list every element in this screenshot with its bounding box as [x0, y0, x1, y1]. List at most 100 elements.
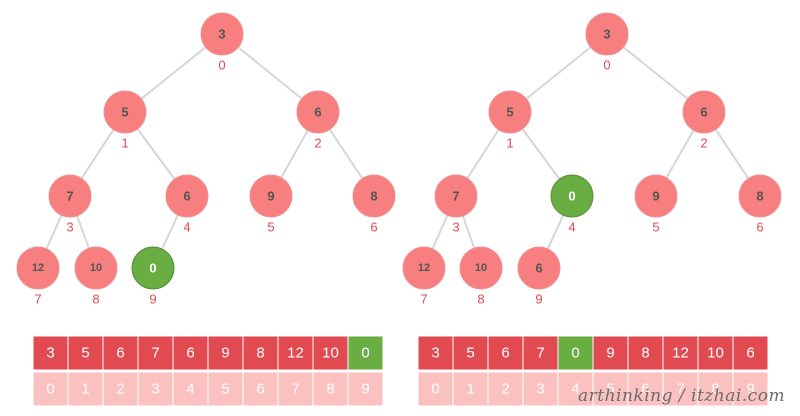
tree-node: 108 — [74, 246, 118, 307]
node-index: 5 — [652, 220, 659, 235]
array-cell — [67, 335, 104, 371]
tree-node: 62 — [682, 90, 726, 151]
array-cell-value: 3 — [431, 345, 439, 362]
index-cell — [277, 371, 314, 407]
tree-node: 95 — [634, 174, 678, 235]
node-index: 7 — [420, 292, 427, 307]
node-circle — [738, 174, 782, 218]
node-index: 7 — [34, 292, 41, 307]
node-value: 9 — [267, 189, 274, 204]
node-index: 4 — [568, 220, 575, 235]
index-cell-value: 4 — [571, 381, 579, 398]
node-index: 1 — [121, 136, 128, 151]
node-value: 7 — [452, 189, 459, 204]
index-cell-value: 0 — [46, 381, 54, 398]
array-cell-value: 5 — [466, 345, 474, 362]
array-cell-value: 8 — [641, 345, 649, 362]
tree-node: 51 — [488, 90, 532, 151]
node-circle — [103, 90, 147, 134]
index-cell-value: 5 — [606, 381, 614, 398]
node-circle — [296, 90, 340, 134]
node-circle — [434, 174, 478, 218]
array-cell — [662, 335, 699, 371]
node-index: 6 — [756, 220, 763, 235]
node-circle — [459, 246, 503, 290]
index-cell — [627, 371, 664, 407]
node-value: 0 — [149, 261, 156, 276]
node-index: 9 — [149, 292, 156, 307]
node-index: 0 — [218, 58, 225, 73]
node-circle — [634, 174, 678, 218]
node-index: 3 — [452, 220, 459, 235]
array-cell-value: 7 — [151, 345, 159, 362]
array-cell-value: 6 — [501, 345, 509, 362]
node-value: 5 — [121, 105, 128, 120]
node-circle — [74, 246, 118, 290]
node-circle — [249, 174, 293, 218]
array-cell-value: 5 — [81, 345, 89, 362]
index-cell — [522, 371, 559, 407]
tree-node: 09 — [131, 246, 175, 307]
tree-node: 73 — [434, 174, 478, 235]
index-cell-value: 6 — [256, 381, 264, 398]
node-value: 3 — [218, 27, 225, 42]
index-cell-value: 7 — [291, 381, 299, 398]
array-cell-highlighted — [347, 335, 384, 371]
array-cell — [732, 335, 769, 371]
node-value: 8 — [756, 189, 763, 204]
node-value: 3 — [603, 27, 610, 42]
tree-node: 95 — [249, 174, 293, 235]
index-cell — [32, 371, 69, 407]
tree-node: 127 — [16, 246, 60, 307]
index-cell — [67, 371, 104, 407]
index-cell-value: 1 — [81, 381, 89, 398]
array-cell-value: 12 — [287, 345, 304, 362]
index-cell-value: 4 — [186, 381, 194, 398]
array-cell — [487, 335, 524, 371]
array-cell-value: 6 — [116, 345, 124, 362]
node-value: 8 — [370, 189, 377, 204]
tree-node: 30 — [200, 12, 244, 73]
tree-node: 86 — [738, 174, 782, 235]
array-cell — [172, 335, 209, 371]
node-index: 3 — [66, 220, 73, 235]
index-cell — [557, 371, 594, 407]
node-index: 0 — [603, 58, 610, 73]
node-index: 1 — [506, 136, 513, 151]
node-value: 9 — [652, 189, 659, 204]
array-cell — [277, 335, 314, 371]
array-cell-value: 9 — [221, 345, 229, 362]
node-index: 8 — [477, 292, 484, 307]
index-cell-value: 9 — [361, 381, 369, 398]
tree-node: 51 — [103, 90, 147, 151]
index-cell-value: 6 — [641, 381, 649, 398]
highlighted-node-circle — [550, 174, 594, 218]
array-cell-value: 7 — [536, 345, 544, 362]
array-cell — [417, 335, 454, 371]
node-index: 2 — [314, 136, 321, 151]
array-cell-value: 3 — [46, 345, 54, 362]
node-circle — [200, 12, 244, 56]
index-cell — [172, 371, 209, 407]
index-cell — [697, 371, 734, 407]
array-cell-value: 10 — [707, 345, 724, 362]
index-cell-value: 9 — [746, 381, 754, 398]
tree-node: 62 — [296, 90, 340, 151]
node-index: 5 — [267, 220, 274, 235]
node-circle — [517, 246, 561, 290]
array-cell — [137, 335, 174, 371]
node-value: 12 — [418, 262, 430, 274]
array-cell-value: 0 — [361, 345, 369, 362]
array-cell-value: 6 — [746, 345, 754, 362]
index-cell-value: 7 — [676, 381, 684, 398]
node-value: 10 — [475, 262, 487, 274]
tree-node: 64 — [165, 174, 209, 235]
index-cell — [592, 371, 629, 407]
tree-node: 69 — [517, 246, 561, 307]
node-circle — [682, 90, 726, 134]
watermark: arthinking / itzhai.com — [578, 386, 786, 406]
array-cell-value: 9 — [606, 345, 614, 362]
